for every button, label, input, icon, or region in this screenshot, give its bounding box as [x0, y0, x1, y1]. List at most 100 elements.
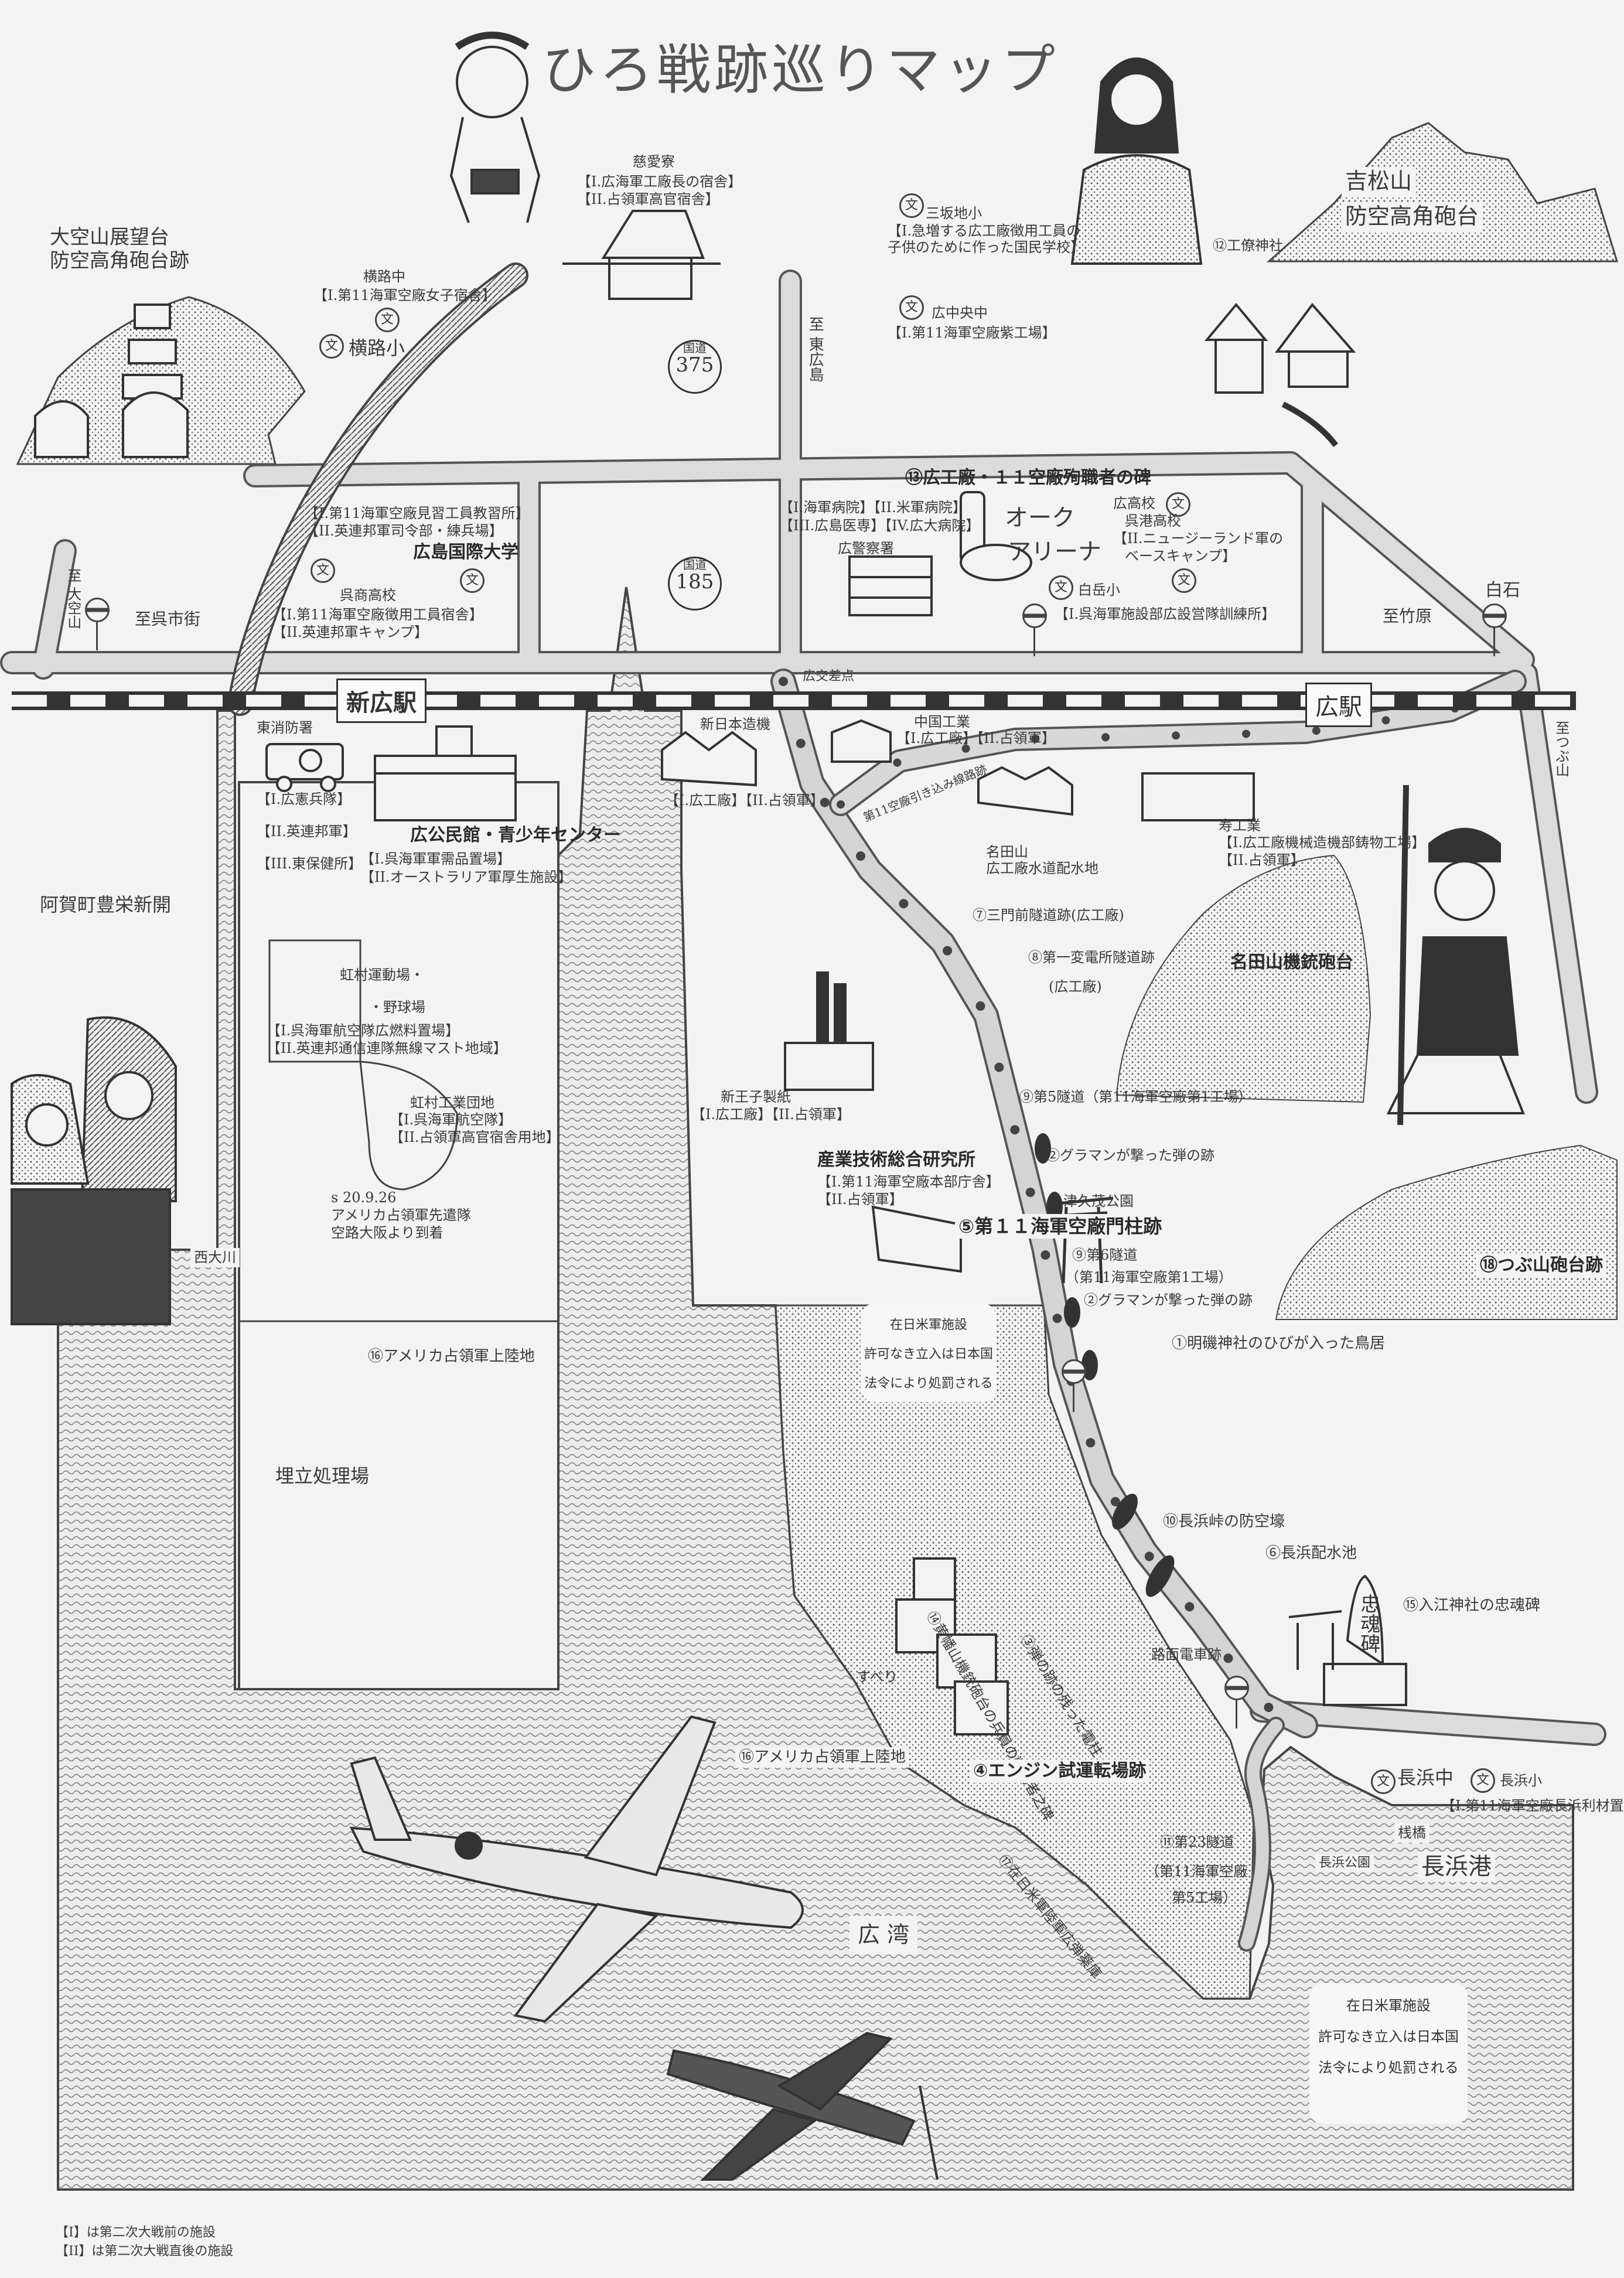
route-number: 185 — [675, 570, 714, 594]
facility-history: 【II.英連邦軍】 — [257, 823, 357, 840]
site-label: 第5工場） — [1172, 1890, 1237, 1906]
fighter-plane-illustration — [666, 2031, 939, 2181]
school-icon: 文 — [1049, 575, 1073, 600]
facility-history: 【II.占領軍高官宿舎】 — [577, 191, 719, 207]
place-label: 呉商高校 — [340, 587, 396, 603]
facility-history: 【I.呉海軍航空隊広燃料置場】 — [267, 1022, 460, 1039]
place-label: 白石 — [1485, 580, 1520, 601]
tunnel-marks — [1035, 1133, 1175, 1597]
bus-stop-icon — [1062, 1359, 1086, 1412]
direction-label: 至 東広島 — [806, 316, 824, 383]
notice-line: 在日米軍施設 — [889, 1318, 967, 1332]
yoshimatsuyama-hill — [1267, 122, 1619, 262]
facility-history: 【I.第11海軍空廠女子宿舎】 — [313, 287, 496, 303]
site-label: ⑨第6隧道 — [1072, 1247, 1138, 1263]
shin-hiro-station: 新広駅 — [336, 678, 427, 723]
place-label: 長浜公園 — [1315, 1854, 1374, 1873]
school-icon: 文 — [899, 295, 924, 320]
place-label: すべり — [857, 1669, 898, 1685]
notice-line: 許可なき立入は日本国 — [1318, 2028, 1459, 2045]
place-label: 新王子製紙 — [721, 1089, 791, 1105]
facility-history: 【II.オーストラリア軍厚生施設】 — [360, 869, 572, 885]
place-label: 吉松山 — [1342, 167, 1416, 196]
site-label: ①明磯神社のひびが入った鳥居 — [1172, 1335, 1386, 1352]
place-label: 防空高角砲台跡 — [50, 249, 189, 272]
place-label: 白岳小 — [1078, 582, 1120, 598]
direction-label: 至呉市街 — [135, 609, 201, 629]
facility-history: 【I.海軍病院】【II.米軍病院】 — [779, 499, 967, 516]
facility-history: 【III.東保健所】 — [257, 855, 363, 872]
site-label: 名田山機銃砲台 — [1230, 952, 1353, 973]
place-label: 呉港高校 — [1125, 513, 1181, 529]
place-label: 広高校 — [1113, 495, 1155, 511]
place-label: 横路中 — [363, 268, 405, 285]
boy-illustration — [449, 32, 541, 223]
place-label: 広交差点 — [803, 669, 855, 684]
place-label: 埋立処理場 — [275, 1465, 370, 1487]
site-label: ⑩長浜峠の防空壕 — [1163, 1513, 1285, 1530]
facility-history: 【II.英連邦軍キャンプ】 — [272, 624, 428, 640]
police-building — [848, 555, 933, 616]
facility-history: 【II.占領軍高官宿舎用地】 — [390, 1129, 560, 1145]
place-label: 産業技術総合研究所 — [817, 1150, 975, 1170]
facility-history: 【I.広工廠機械造機部鋳物工場】 — [1219, 834, 1426, 851]
tsubuyama-hill — [1275, 1144, 1618, 1320]
place-label: オーク — [1005, 504, 1075, 531]
notice-line: 在日米軍施設 — [1346, 1997, 1431, 2014]
place-label: 虹村運動場・ — [340, 967, 424, 983]
site-label: ⑫工僚神社 — [1213, 237, 1283, 254]
place-label: 長浜港 — [1418, 1851, 1495, 1882]
school-icon: 文 — [1166, 492, 1190, 517]
facility-history: 【I.広海軍工廠長の宿舎】 — [577, 173, 742, 190]
school-icon: 文 — [375, 308, 400, 332]
hiro-station: 広駅 — [1305, 683, 1372, 727]
facility-history: 【I.広工廠】【II.占領軍】 — [665, 792, 824, 809]
facility-history: 【I.呉海軍施設部広設営隊訓練所】 — [1055, 606, 1276, 622]
school-icon: 文 — [1371, 1769, 1396, 1794]
school-icon: 文 — [319, 334, 344, 359]
direction-label: 至つぶ山 — [1553, 721, 1570, 777]
facility-history: 子供のために作った国民学校】 — [888, 239, 1084, 255]
place-label: 名田山 — [986, 844, 1028, 860]
site-label: ⑯アメリカ占領軍上陸地 — [735, 1747, 909, 1768]
site-label: ⑦三門前隧道跡(広工廠) — [973, 907, 1124, 923]
facility-history: 【II.ニュージーランド軍の — [1113, 530, 1284, 547]
girl-illustration — [1070, 57, 1203, 265]
site-label: ②グラマンが撃った弾の跡 — [1084, 1292, 1253, 1308]
facility-history: 【I.広工廠】【II.占領軍】 — [896, 730, 1056, 746]
shrine-illustration — [1204, 302, 1356, 448]
site-label: ⑮入江神社の忠魂碑 — [1403, 1597, 1541, 1614]
place-label: 広中央中 — [932, 305, 988, 321]
restricted-area-notice: 在日米軍施設 許可なき立入は日本国 法令により処罰される — [861, 1304, 996, 1402]
facility-history: 【II.占領軍】 — [1219, 852, 1305, 868]
monument-inscription: 忠魂碑 — [1356, 1594, 1380, 1653]
school-icon: 文 — [311, 558, 335, 583]
bay-label: 広 湾 — [849, 1916, 918, 1955]
restricted-area-notice: 在日米軍施設 許可なき立入は日本国 法令により処罰される — [1309, 1983, 1468, 2124]
history-note: 空路大阪より到着 — [331, 1225, 443, 1241]
facility-history: 【III.広島医専】【IV.広大病院】 — [779, 517, 980, 534]
direction-label: 至竹原 — [1383, 606, 1432, 626]
b29-bomber-illustration — [349, 1715, 804, 2023]
school-icon: 文 — [899, 193, 924, 218]
site-label: ⑧第一変電所隧道跡 — [1028, 949, 1155, 966]
facility-history: 【I.急増する広工廠徴用工員の — [888, 223, 1081, 239]
route-number: 375 — [675, 353, 714, 377]
roads — [0, 262, 1606, 1952]
factory-buildings — [661, 719, 1255, 1273]
place-label: ・野球場 — [369, 999, 425, 1015]
direction-label: 至 大空山 — [64, 568, 81, 629]
legend-item: 【II】は第二次大戦直後の施設 — [56, 2244, 234, 2259]
place-label: 中国工業 — [914, 714, 970, 730]
ozorayama-tower — [34, 303, 189, 458]
place-label: 寿工業 — [1219, 817, 1261, 834]
fire-truck — [265, 743, 344, 792]
facility-history: 【I.呉海軍軍需品置場】 — [360, 851, 511, 867]
place-label: 長浜小 — [1500, 1772, 1542, 1789]
place-label: 東消防署 — [257, 719, 313, 736]
history-note: s 20.9.26 — [331, 1189, 397, 1206]
mother-child-illustration — [11, 1016, 177, 1325]
place-label: 大空山展望台 — [50, 226, 169, 249]
